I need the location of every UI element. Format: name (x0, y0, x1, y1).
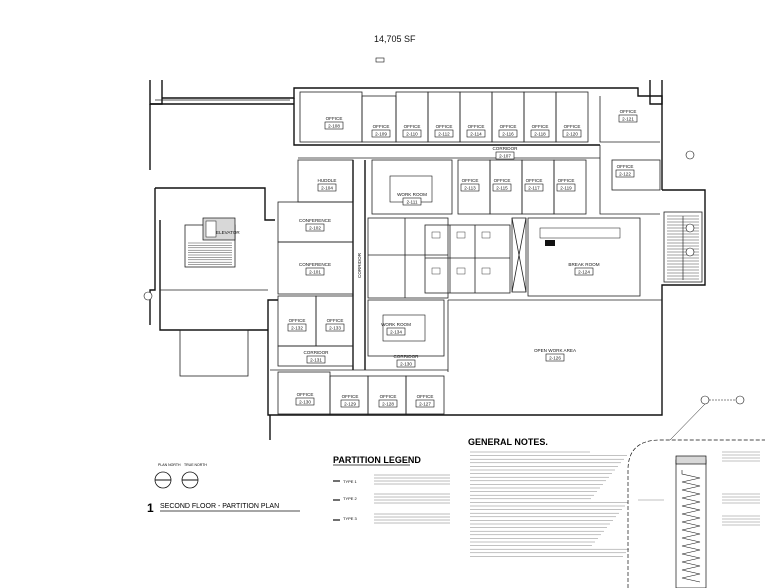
left-annex (179, 329, 249, 377)
room-number: 2-118 (534, 132, 546, 137)
break-room (527, 217, 641, 297)
general-notes-title: GENERAL NOTES. (468, 437, 548, 447)
room-name: OFFICE (380, 394, 397, 399)
room-number: 2-128 (382, 402, 394, 407)
room-number: 2-117 (528, 186, 540, 191)
room-name: OFFICE (289, 318, 306, 323)
middle-rows (277, 145, 661, 370)
elevator-label: ELEVATOR (216, 230, 240, 235)
room-number: 2-130 (400, 362, 412, 367)
room-number: 2-127 (419, 402, 431, 407)
room-number: 2-133 (329, 326, 341, 331)
room-number: 2-102 (309, 226, 321, 231)
room-number: 2-112 (438, 132, 450, 137)
legend-type-1: TYPE 1 (343, 479, 358, 484)
plan-north-label: PLAN NORTH (158, 463, 181, 467)
work-room-lower (367, 299, 445, 357)
wall-section-detail (627, 439, 765, 588)
room-name: OFFICE (558, 178, 575, 183)
room-number: 2-111 (406, 200, 418, 205)
grid-bubbles (143, 150, 745, 441)
room-number: 2-110 (406, 132, 418, 137)
room-number: 2-130 (299, 400, 311, 405)
legend-type-3: TYPE 3 (343, 516, 358, 521)
legend-type-2: TYPE 2 (343, 496, 358, 501)
room-number: 2-121 (622, 117, 634, 122)
room-name: CORRIDOR (303, 350, 329, 355)
room-name: HUDDLE (318, 178, 337, 183)
room-name: OFFICE (494, 178, 511, 183)
room-number: 2-132 (291, 326, 303, 331)
top-office-row (299, 91, 660, 143)
room-name: OFFICE (342, 394, 359, 399)
room-number: 2-109 (375, 132, 387, 137)
corridor-vertical-label: CORRIDOR (357, 252, 362, 278)
room-name: OFFICE (327, 318, 344, 323)
room-name: OPEN WORK AREA (534, 348, 577, 353)
room-name: OFFICE (373, 124, 390, 129)
partition-legend: PARTITION LEGEND TYPE 1 TYPE 2 TYPE 3 (333, 455, 450, 524)
bottom-office-row (270, 369, 448, 415)
true-north-label: TRUE NORTH (184, 463, 207, 467)
room-name: OFFICE (326, 116, 343, 121)
drawing-title: 1 SECOND FLOOR - PARTITION PLAN (147, 501, 300, 515)
core (367, 217, 527, 299)
room-name: OFFICE (617, 164, 634, 169)
room-number: 2-104 (321, 186, 333, 191)
stair-right (663, 211, 703, 283)
room-name: OFFICE (404, 124, 421, 129)
room-name: BREAK ROOM (568, 262, 599, 267)
room-number: 2-113 (464, 186, 476, 191)
room-name: OFFICE (417, 394, 434, 399)
room-name: OFFICE (468, 124, 485, 129)
elevator: ELEVATOR (202, 217, 240, 241)
room-name: WORK ROOM (397, 192, 427, 197)
room-name: CONFERENCE (299, 218, 331, 223)
room-number: 2-107 (499, 154, 511, 159)
room-name: OFFICE (297, 392, 314, 397)
room-number: 2-124 (578, 270, 590, 275)
room-name: OFFICE (564, 124, 581, 129)
room-number: 2-120 (566, 132, 578, 137)
north-arrows: PLAN NORTH TRUE NORTH (154, 463, 207, 489)
room-name: OFFICE (500, 124, 517, 129)
top-marker (375, 57, 385, 63)
exterior-walls (149, 80, 706, 440)
room-number: 2-129 (344, 402, 356, 407)
drawing-title-text: SECOND FLOOR - PARTITION PLAN (160, 503, 279, 510)
room-number: 2-115 (496, 186, 508, 191)
room-number: 2-122 (619, 172, 631, 177)
room-name: CORRIDOR (492, 146, 518, 151)
room-name: OFFICE (526, 178, 543, 183)
room-name: OFFICE (462, 178, 479, 183)
room-number: 2-119 (560, 186, 572, 191)
room-number: 2-101 (309, 270, 321, 275)
room-number: 2-108 (328, 124, 340, 129)
room-number: 2-131 (310, 358, 322, 363)
room-number: 2-116 (502, 132, 514, 137)
room-number: 2-114 (470, 132, 482, 137)
room-name: CORRIDOR (393, 354, 419, 359)
room-number: 2-134 (390, 330, 402, 335)
area-label: 14,705 SF (374, 34, 416, 44)
room-name: OFFICE (436, 124, 453, 129)
room-name: WORK ROOM (381, 322, 411, 327)
room-number: 2-126 (549, 356, 561, 361)
room-name: OFFICE (620, 109, 637, 114)
room-name: OFFICE (532, 124, 549, 129)
room-name: CONFERENCE (299, 262, 331, 267)
general-notes: GENERAL NOTES. (468, 437, 629, 557)
drawing-number: 1 (147, 501, 154, 515)
partition-legend-title: PARTITION LEGEND (333, 455, 421, 465)
